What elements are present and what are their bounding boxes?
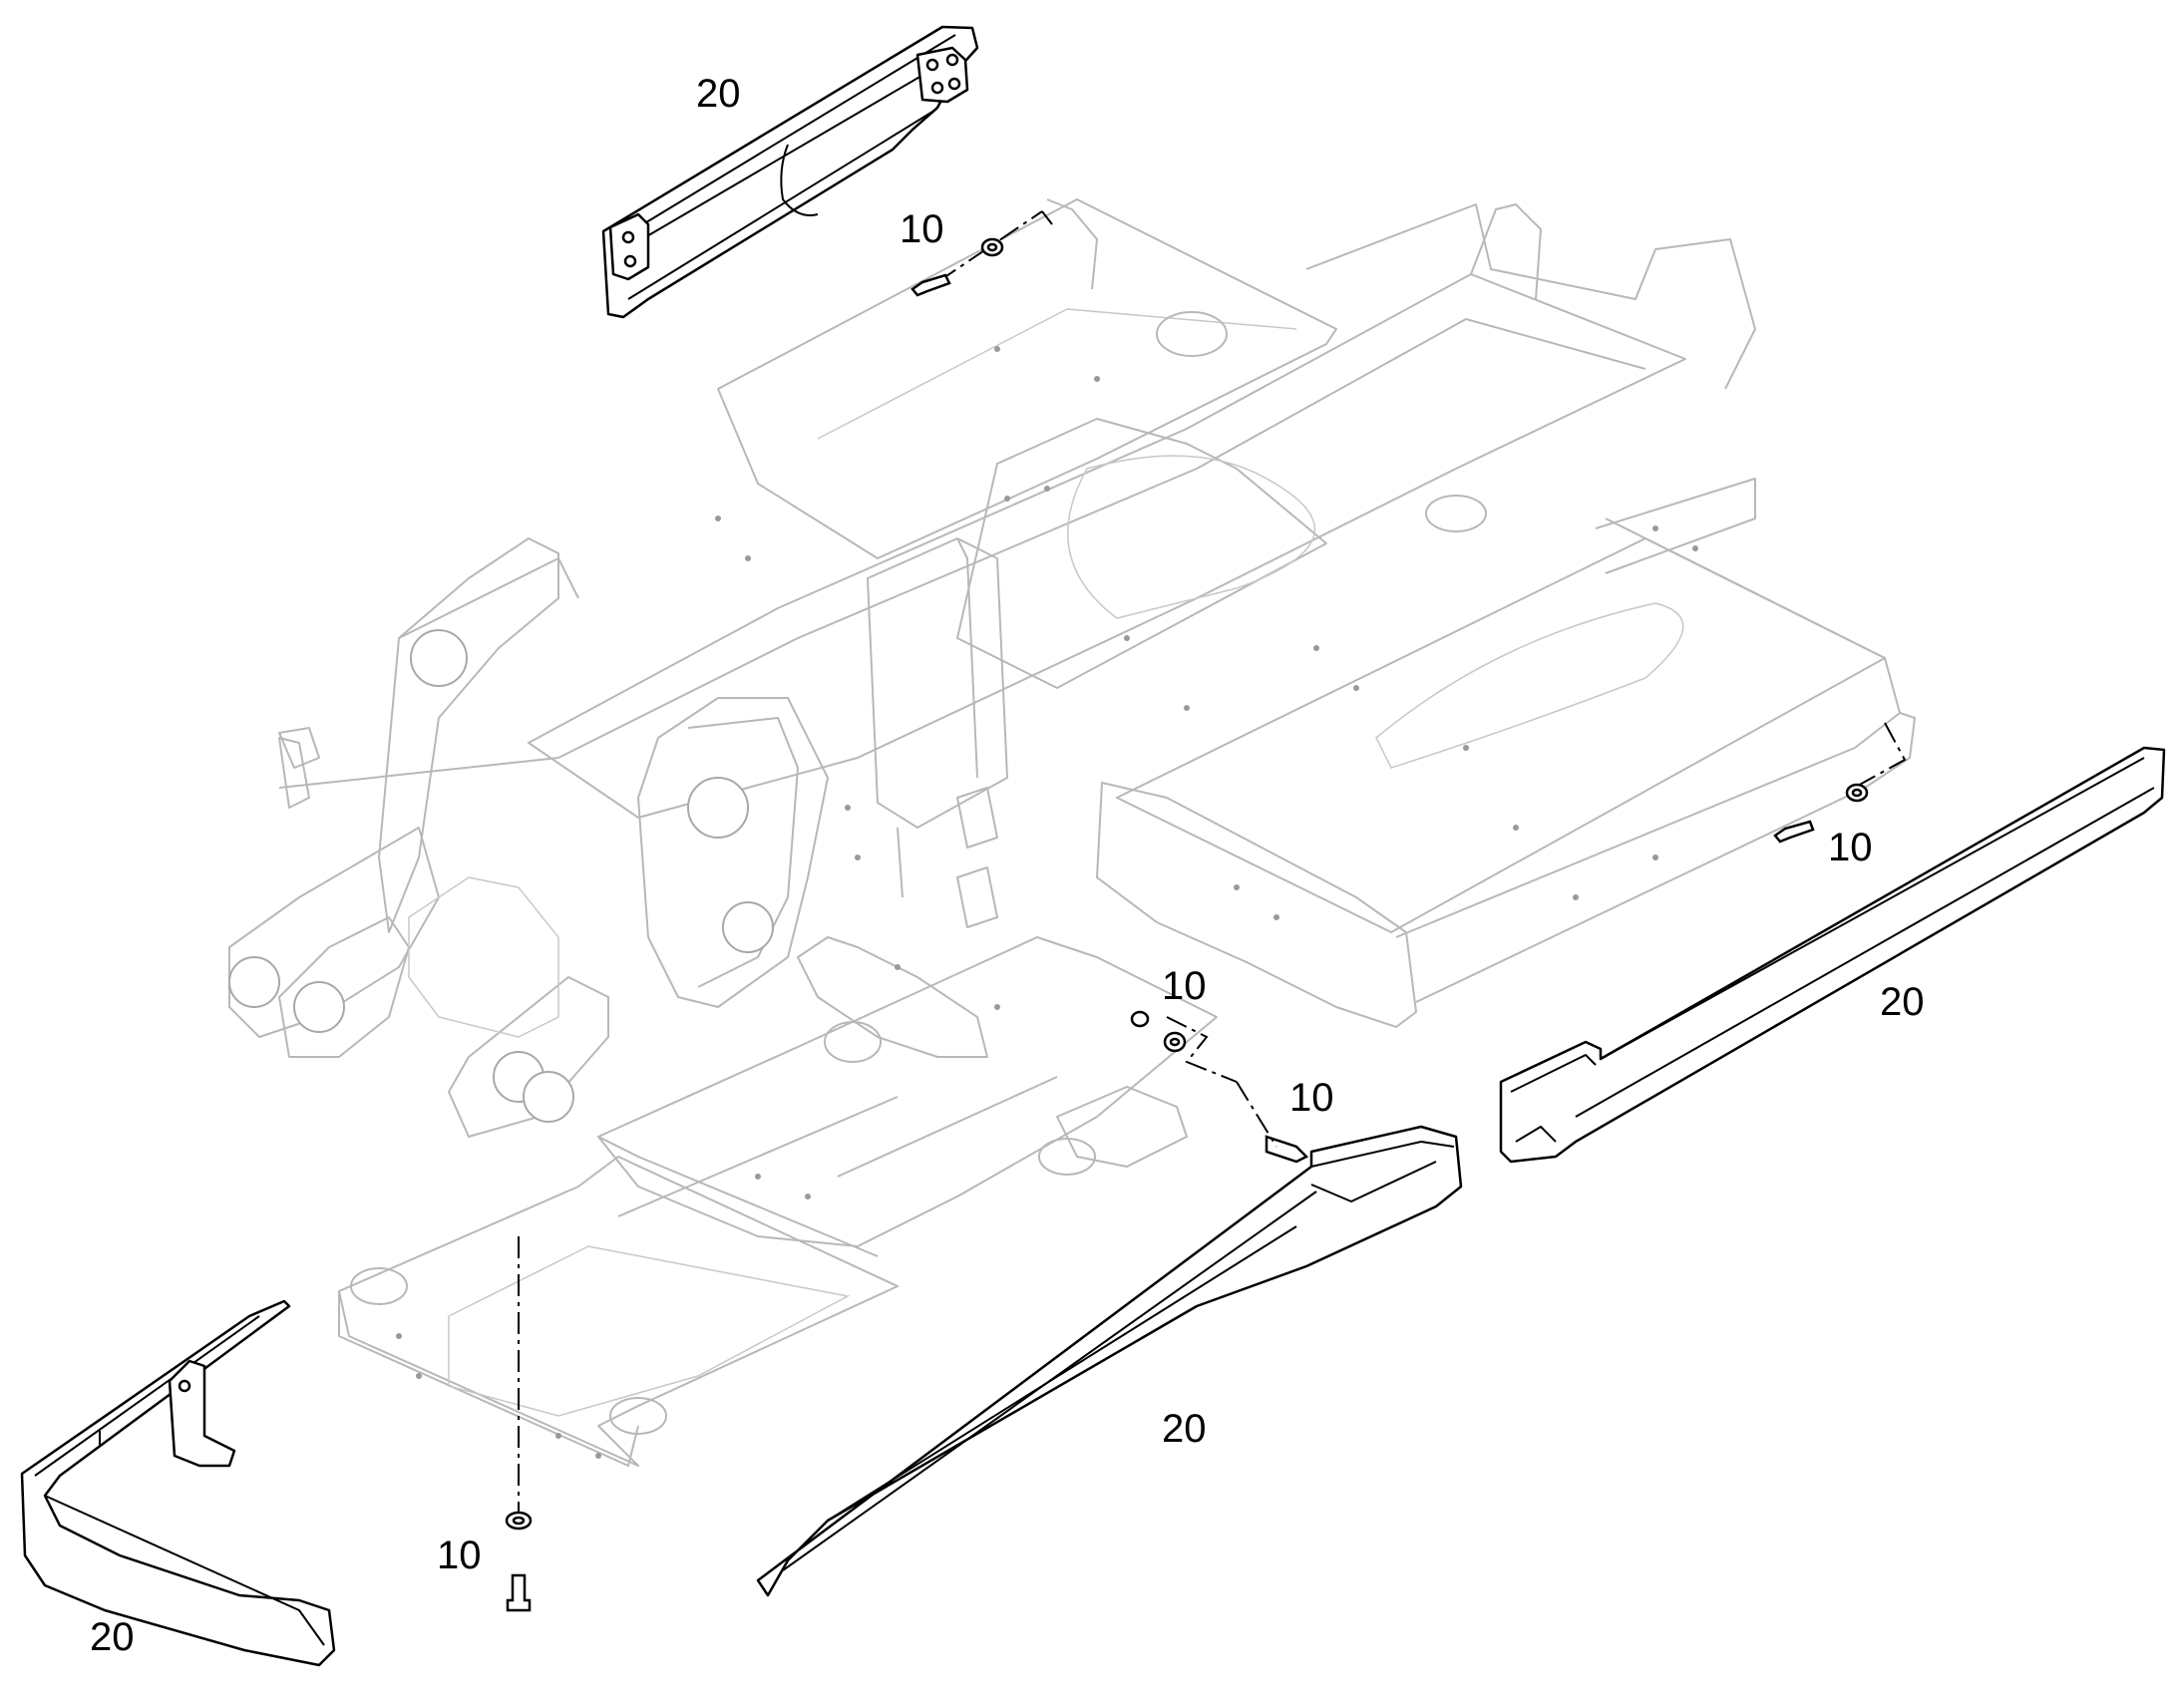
guard-right [1499, 746, 2166, 1164]
guard-left [20, 1299, 336, 1667]
hardware-bottom [505, 1236, 533, 1612]
guard-center [756, 1125, 1463, 1597]
callout-bolt-right: 10 [1828, 826, 1873, 869]
guard-top [601, 25, 979, 319]
callout-bolt-top: 10 [900, 207, 944, 251]
callout-guard-left: 20 [90, 1615, 135, 1659]
callout-guard-right: 20 [1880, 980, 1925, 1024]
hardware-center [1130, 1010, 1309, 1164]
callout-stud-center: 10 [1289, 1076, 1334, 1120]
callout-bolt-bottom: 10 [437, 1534, 482, 1577]
hardware-top [910, 210, 1053, 297]
callout-washer-center: 10 [1162, 964, 1207, 1008]
callout-guard-center: 20 [1162, 1407, 1207, 1451]
callout-guard-top: 20 [696, 72, 741, 116]
frame-rivet-dots [396, 346, 1698, 1459]
hardware-right [1773, 722, 1907, 844]
main-frame [228, 198, 1916, 1467]
